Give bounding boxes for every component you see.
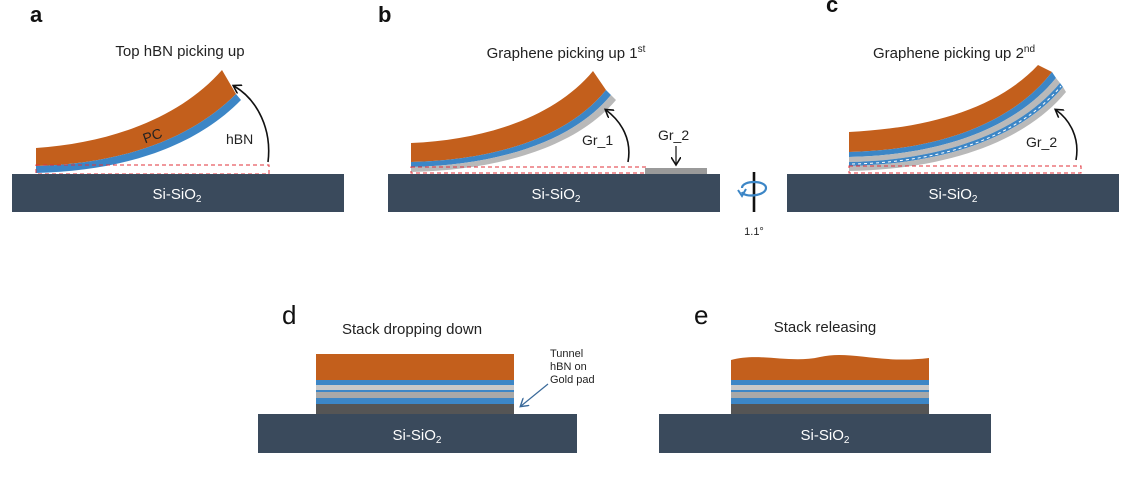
panel-e-title: Stack releasing	[774, 319, 877, 336]
lift-arrow	[234, 86, 270, 163]
graphene-layer-lower	[849, 87, 1066, 171]
annotation-line-2: hBN on	[550, 361, 587, 373]
hbn-layer-lower	[849, 83, 1063, 166]
substrate-text-c: Si-SiO	[929, 186, 972, 203]
hbn-label: hBN	[226, 131, 253, 147]
panel-e: e Stack releasing Si-SiO2	[659, 300, 991, 453]
substrate-a	[12, 174, 344, 212]
hbn-layer	[731, 380, 929, 385]
pc-layer	[849, 65, 1052, 152]
panel-a-letter: a	[30, 2, 43, 27]
gold-pad	[316, 404, 514, 414]
substrate-subscript-d: 2	[436, 435, 442, 446]
rotation-axis-icon: 1.1°	[737, 172, 768, 238]
panel-b-title-text: Graphene picking up 1	[487, 45, 638, 62]
graphene-layer-lower	[316, 392, 514, 398]
panel-d-letter: d	[282, 300, 296, 330]
gr1-label: Gr_1	[582, 132, 613, 148]
pc-label: PC	[141, 125, 165, 147]
substrate-c	[787, 174, 1119, 212]
panel-d: d Stack dropping down Si-SiO2 Tunnel hBN…	[258, 300, 595, 453]
hbn-layer	[411, 90, 611, 167]
graphene-layer	[316, 385, 514, 390]
panel-a-title: Top hBN picking up	[115, 43, 244, 60]
guide-dashed-outline	[848, 165, 1082, 174]
annotation-line-1: Tunnel	[550, 348, 583, 360]
annotation-line-3: Gold pad	[550, 374, 595, 386]
substrate-label-b: Si-SiO2	[532, 186, 581, 205]
panel-d-title: Stack dropping down	[342, 321, 482, 338]
panel-c-title: Graphene picking up 2nd	[873, 44, 1035, 62]
hbn-layer	[849, 72, 1056, 157]
panel-b-title-sup: st	[638, 44, 646, 55]
hbn-layer-lower	[316, 390, 514, 392]
graphene-flake-gr2	[645, 168, 707, 174]
panel-a: a Top hBN picking up PC hBN Si-SiO2	[12, 2, 344, 212]
substrate-label-c: Si-SiO2	[929, 186, 978, 205]
substrate-text-d: Si-SiO	[393, 427, 436, 444]
substrate-text-a: Si-SiO	[153, 186, 196, 203]
panel-b-title: Graphene picking up 1st	[487, 44, 646, 62]
substrate-e	[659, 414, 991, 453]
panel-c-letter: c	[826, 0, 838, 17]
annotation-pointer-arrow	[521, 383, 549, 406]
panel-b-letter: b	[378, 2, 391, 27]
panel-b: b Graphene picking up 1st Gr_1 Gr_2 Si-S…	[378, 2, 720, 212]
pc-layer	[316, 354, 514, 380]
panel-c-title-sup: nd	[1024, 44, 1035, 55]
lift-arrow	[606, 110, 630, 163]
substrate-subscript-e: 2	[844, 435, 850, 446]
tunnel-hbn-layer	[731, 398, 929, 404]
substrate-text-b: Si-SiO	[532, 186, 575, 203]
substrate-text-e: Si-SiO	[801, 427, 844, 444]
pc-layer	[36, 70, 236, 166]
hbn-layer	[36, 94, 241, 173]
panel-c-title-text: Graphene picking up 2	[873, 45, 1024, 62]
gold-pad	[731, 404, 929, 414]
pc-layer	[411, 71, 606, 162]
substrate-label-e: Si-SiO2	[801, 427, 850, 446]
graphene-layer	[731, 385, 929, 390]
twist-interface-dash	[851, 85, 1062, 165]
hbn-layer-lower	[731, 390, 929, 392]
gr2-label: Gr_2	[1026, 134, 1057, 150]
pc-layer	[731, 354, 929, 380]
graphene-layer	[849, 78, 1060, 162]
rotation-angle-label: 1.1°	[744, 226, 764, 238]
substrate-subscript-c: 2	[972, 194, 978, 205]
panel-c: c Graphene picking up 2nd Gr_2 Si-SiO2	[787, 0, 1119, 212]
graphene-layer	[411, 95, 616, 172]
substrate-label-a: Si-SiO2	[153, 186, 202, 205]
tunnel-hbn-layer	[316, 398, 514, 404]
panel-e-letter: e	[694, 300, 708, 330]
hbn-layer	[316, 380, 514, 385]
gr2-label: Gr_2	[658, 127, 689, 143]
substrate-subscript-a: 2	[196, 194, 202, 205]
substrate-b	[388, 174, 720, 212]
substrate-subscript-b: 2	[575, 194, 581, 205]
substrate-d	[258, 414, 577, 453]
graphene-layer-lower	[731, 392, 929, 398]
lift-arrow	[1056, 110, 1078, 161]
substrate-label-d: Si-SiO2	[393, 427, 442, 446]
